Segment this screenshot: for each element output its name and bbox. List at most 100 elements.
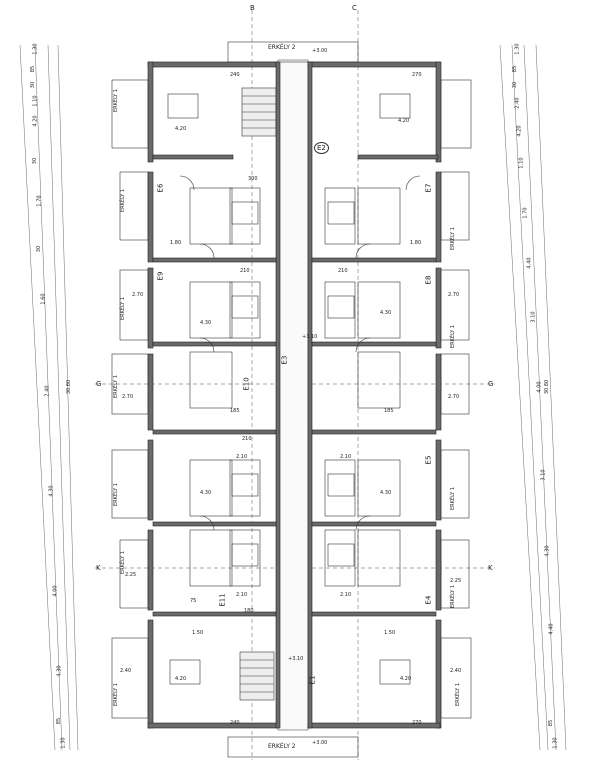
small-dim-10: 180	[244, 608, 254, 614]
unit-e1: E1	[308, 675, 317, 685]
balcony-label-4: ERKÉLY 1	[113, 374, 119, 398]
room-dim-13: 2.10	[236, 592, 248, 598]
door-swings	[179, 175, 421, 531]
room-dim-8: 4.20	[400, 676, 412, 682]
small-dim-4: 210	[240, 268, 250, 274]
room-dim-12: 2.10	[340, 454, 352, 460]
total-dim-left: 30.80	[66, 379, 73, 395]
room-dim-20: 2.25	[450, 578, 462, 584]
balcony-label-9: ERKÉLY 1	[450, 324, 456, 348]
unit-e2: E2	[314, 142, 329, 154]
room-dim-21: 2.40	[120, 668, 132, 674]
unit-e11: E11	[218, 593, 227, 607]
small-dim-2: 270	[412, 72, 422, 78]
left-dim-5: 4.20	[32, 115, 39, 127]
small-dim-7: 75	[190, 598, 197, 604]
right-dim-7: 1.70	[522, 207, 529, 219]
room-dim-16: 2.70	[448, 292, 460, 298]
room-dim-6: 4.30	[380, 490, 392, 496]
room-dim-10: 1.80	[410, 240, 422, 246]
right-dim-6: 1.10	[518, 157, 525, 169]
section-mark-k-right: K	[488, 564, 493, 572]
left-dim-13: 4.30	[56, 665, 63, 677]
left-wing-walls	[147, 61, 281, 729]
section-mark-k-left: K	[96, 564, 101, 572]
room-dim-19: 2.25	[125, 572, 137, 578]
right-dim-8: 4.40	[526, 257, 533, 269]
section-mark-b: B	[250, 4, 255, 12]
small-dim-5: 210	[338, 268, 348, 274]
room-dim-11: 2.10	[236, 454, 248, 460]
balcony-label-6: ERKÉLY 1	[120, 550, 126, 574]
unit-e4: E4	[424, 595, 433, 605]
left-dim-14: 85	[56, 717, 63, 725]
right-dim-12: 4.30	[544, 545, 551, 557]
side-balconies	[111, 79, 472, 719]
left-dim-10: 2.40	[44, 385, 51, 397]
balcony-label-12: ERKÉLY 1	[455, 682, 461, 706]
room-dim-7: 4.20	[175, 676, 187, 682]
left-dim-6: 30	[32, 157, 39, 165]
left-dim-9: 1.60	[40, 293, 47, 305]
unit-e10: E10	[242, 377, 251, 391]
small-dim-8: 185	[230, 408, 240, 414]
balcony-label-7: ERKÉLY 1	[113, 682, 119, 706]
level-low: +3.10	[288, 656, 304, 662]
unit-e5: E5	[424, 455, 433, 465]
room-dim-17: 2.70	[122, 394, 134, 400]
right-dim-11: 3.10	[540, 469, 547, 481]
total-dim-right: 30.80	[544, 379, 551, 395]
unit-e3: E3	[280, 355, 289, 365]
top-stair-treads	[242, 95, 276, 129]
right-dim-14: 85	[548, 719, 555, 727]
small-dim-3: 300	[248, 176, 258, 182]
left-dimension-lines	[19, 44, 79, 751]
unit-e9: E9	[156, 271, 165, 281]
room-dim-15: 2.70	[132, 292, 144, 298]
room-dim-2: 4.20	[398, 118, 410, 124]
right-dimension-lines	[499, 44, 567, 751]
right-dim-2: 85	[512, 65, 519, 73]
left-dim-11: 4.30	[48, 485, 55, 497]
left-dim-1: 1.30	[32, 43, 39, 55]
level-mid: +3.10	[302, 334, 318, 340]
room-dim-24: 1.50	[384, 630, 396, 636]
right-wing-walls	[307, 61, 442, 729]
top-balcony	[227, 41, 359, 63]
level-top: +3.00	[312, 48, 328, 54]
right-dim-4: 2.40	[514, 97, 521, 109]
section-mark-g-right: G	[488, 380, 494, 388]
balcony-label-1: ERKÉLY 1	[113, 88, 119, 112]
bottom-balcony	[227, 736, 359, 758]
left-dim-8: 30	[36, 245, 43, 253]
balcony-label-2: ERKÉLY 1	[120, 188, 126, 212]
balcony-label-8: ERKÉLY 1	[450, 226, 456, 250]
left-dim-15: 1.30	[60, 737, 67, 749]
bottom-stair-treads	[240, 659, 274, 693]
right-dim-3: 30	[512, 81, 519, 89]
unit-e7: E7	[424, 183, 433, 193]
right-dim-9: 3.10	[530, 311, 537, 323]
balcony-label-11: ERKÉLY 1	[450, 584, 456, 608]
bathroom-partitions	[189, 187, 401, 587]
room-dim-23: 1.50	[192, 630, 204, 636]
unit-e6: E6	[156, 183, 165, 193]
left-dim-12: 4.00	[52, 585, 59, 597]
room-dim-18: 2.70	[448, 394, 460, 400]
left-dim-2: 85	[30, 65, 37, 73]
small-dim-11: 240	[230, 720, 240, 726]
room-dim-5: 4.30	[200, 490, 212, 496]
room-dim-3: 4.30	[200, 320, 212, 326]
right-dim-10: 4.00	[536, 381, 543, 393]
left-dim-4: 1.10	[32, 95, 39, 107]
balcony-label-5: ERKÉLY 1	[113, 482, 119, 506]
small-dim-6: 210	[242, 436, 252, 442]
level-bottom: +3.00	[312, 740, 328, 746]
small-dim-9: 185	[384, 408, 394, 414]
bottom-balcony-label: ERKÉLY 2	[268, 743, 296, 750]
top-balcony-label: ERKÉLY 2	[268, 44, 296, 51]
small-dim-1: 240	[230, 72, 240, 78]
balcony-label-3: ERKÉLY 1	[120, 296, 126, 320]
